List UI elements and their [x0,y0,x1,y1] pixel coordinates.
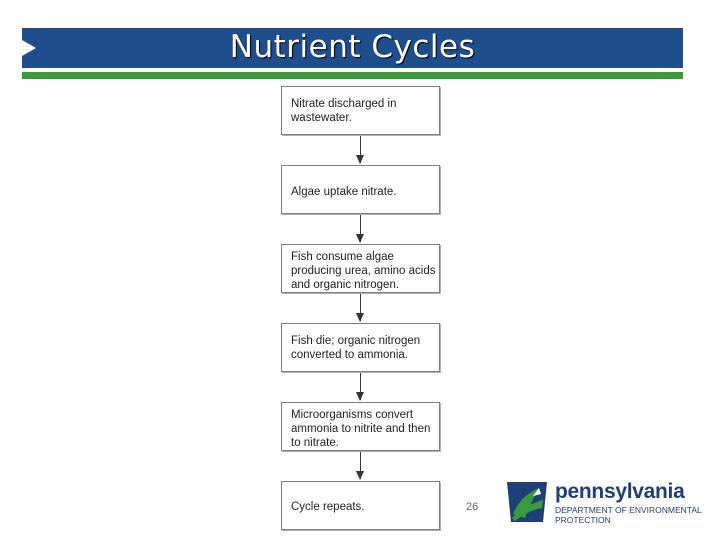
flow-arrow-5 [356,452,364,480]
pa-dep-logo: pennsylvania DEPARTMENT OF ENVIRONMENTAL… [503,478,718,528]
title-bar: Nutrient Cycles [22,28,683,68]
logo-department-line1: DEPARTMENT OF ENVIRONMENTAL [555,505,702,515]
flow-step-nitrate-discharged: Nitrate discharged in wastewater. [281,86,440,135]
logo-department-line2: PROTECTION [555,515,611,525]
flow-arrow-2 [356,215,364,243]
logo-name: pennsylvania [555,480,685,503]
slide-title: Nutrient Cycles [229,29,476,65]
page-number: 26 [466,501,479,513]
flow-arrow-4 [356,373,364,401]
flow-arrow-3 [356,294,364,322]
flow-step-microorganisms-convert: Microorganisms convert ammonia to nitrit… [281,402,440,451]
flow-step-algae-uptake: Algae uptake nitrate. [281,165,440,214]
flow-step-fish-die: Fish die; organic nitrogen converted to … [281,323,440,372]
flow-step-cycle-repeats: Cycle repeats. [281,481,440,530]
title-arrow-icon [22,40,36,56]
logo-department: DEPARTMENT OF ENVIRONMENTAL PROTECTION [555,505,702,525]
flow-step-fish-consume-algae: Fish consume algae producing urea, amino… [281,244,440,293]
flow-arrow-1 [356,136,364,164]
keystone-logo-icon [507,482,547,522]
title-underline [22,72,683,79]
